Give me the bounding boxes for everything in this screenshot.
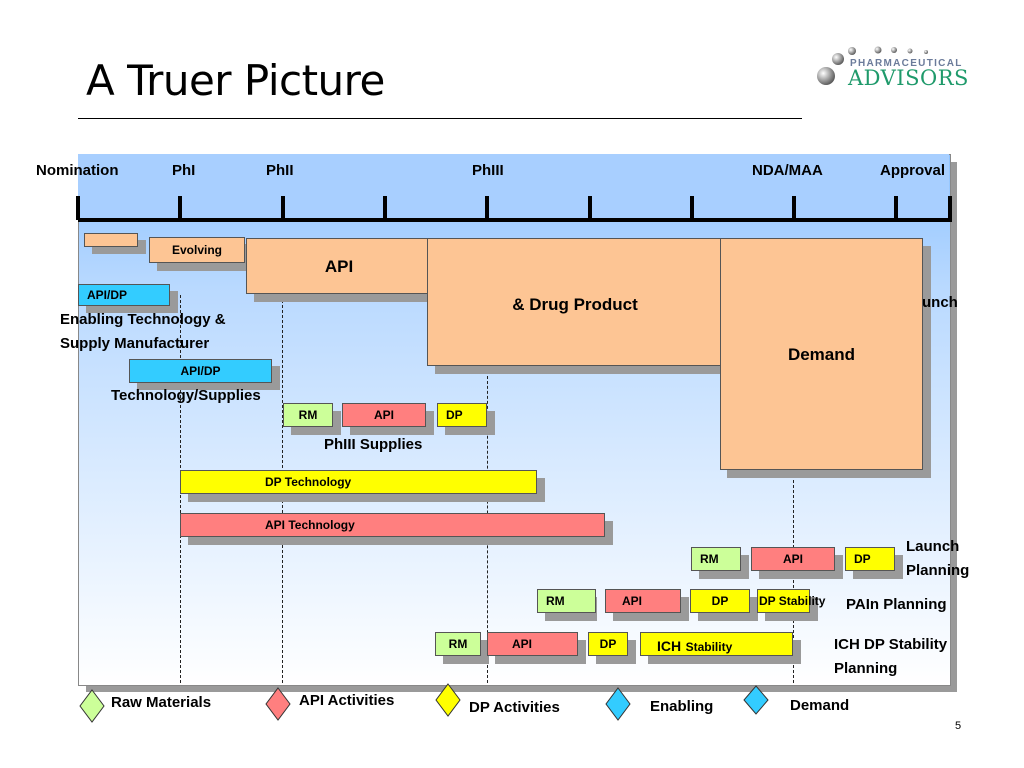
timeline-tick (76, 196, 80, 220)
logo-dots-icon (817, 47, 856, 85)
launch-dp-box: DP (845, 547, 895, 571)
ich-stability-box: ICH Stability (640, 632, 793, 656)
api-dp-technology-box: API/DP (129, 359, 272, 383)
drug-product-box: & Drug Product (427, 238, 723, 366)
demand-box: Demand (720, 238, 923, 470)
logo-text: ADVISORS (848, 66, 969, 90)
api-box: API (246, 238, 432, 294)
milestone-phiii: PhIII (472, 162, 504, 179)
phiii-rm-box: RM (283, 403, 333, 427)
supply-manufacturer-label: Supply Manufacturer (60, 335, 210, 352)
timeline-tick (792, 196, 796, 220)
dp-technology-bar: DP Technology (180, 470, 537, 494)
legend-dp-activities: DP Activities (469, 699, 560, 716)
slide-title: A Truer Picture (86, 56, 385, 105)
launch-partial-label: unch (922, 294, 958, 311)
dp-stability-label: DP Stability (759, 594, 826, 608)
phiii-dp-box: DP (437, 403, 487, 427)
technology-supplies-label: Technology/Supplies (111, 387, 261, 404)
timeline-tick (178, 196, 182, 220)
milestone-nomination: Nomination (36, 162, 119, 179)
title-divider (78, 118, 802, 119)
stability-label: Stability (685, 640, 733, 654)
api-activities-diamond-icon (265, 687, 291, 721)
pai-dp-stability-box: DP Stability (757, 589, 825, 613)
timeline-tick (588, 196, 592, 220)
milestone-approval: Approval (880, 162, 946, 179)
timeline-axis (78, 218, 952, 222)
phiii-supplies-label: PhIII Supplies (324, 436, 423, 453)
ich-dp-box: DP (588, 632, 628, 656)
logo-subtext: PHARMACEUTICAL (850, 58, 963, 69)
timeline-tick (281, 196, 285, 220)
phiii-api-box: API (342, 403, 426, 427)
timeline-tick (485, 196, 489, 220)
dp-activities-diamond-icon (435, 683, 461, 717)
api-dp-enabling-box: API/DP (78, 284, 170, 306)
launch-api-box: API (751, 547, 835, 571)
raw-materials-diamond-icon (79, 689, 105, 723)
legend-demand: Demand (790, 697, 850, 714)
launch-planning-label-2: Planning (906, 562, 970, 579)
ich-api-box: API (487, 632, 578, 656)
launch-planning-label-1: Launch (906, 538, 960, 555)
pai-rm-box: RM (537, 589, 596, 613)
legend-raw-materials: Raw Materials (111, 694, 212, 711)
milestone-phii: PhII (266, 162, 294, 179)
timeline-tick (948, 196, 952, 220)
ich-rm-box: RM (435, 632, 481, 656)
pai-planning-label: PAIn Planning (846, 596, 947, 613)
ich-label: ICH (657, 638, 682, 654)
timeline-tick (383, 196, 387, 220)
nomination-bar (84, 233, 138, 247)
ich-dp-stability-label-1: ICH DP Stability (834, 636, 948, 653)
evolving-box: Evolving (149, 237, 245, 263)
milestone-nda-maa: NDA/MAA (752, 162, 823, 179)
logo-small-dots-icon (874, 46, 928, 54)
pai-dp-box: DP (690, 589, 750, 613)
enabling-technology-label: Enabling Technology & (60, 311, 226, 328)
pai-api-box: API (605, 589, 681, 613)
enabling-diamond-icon (605, 687, 631, 721)
milestone-phi: PhI (172, 162, 196, 179)
milestone-band (78, 154, 949, 222)
timeline-tick (690, 196, 694, 220)
page-number: 5 (955, 720, 962, 732)
timeline-tick (894, 196, 898, 220)
demand-diamond-icon (743, 685, 769, 715)
ich-dp-stability-label-2: Planning (834, 660, 898, 677)
api-technology-bar: API Technology (180, 513, 605, 537)
legend-enabling: Enabling (650, 698, 714, 715)
legend-api-activities: API Activities (299, 692, 395, 709)
launch-rm-box: RM (691, 547, 741, 571)
